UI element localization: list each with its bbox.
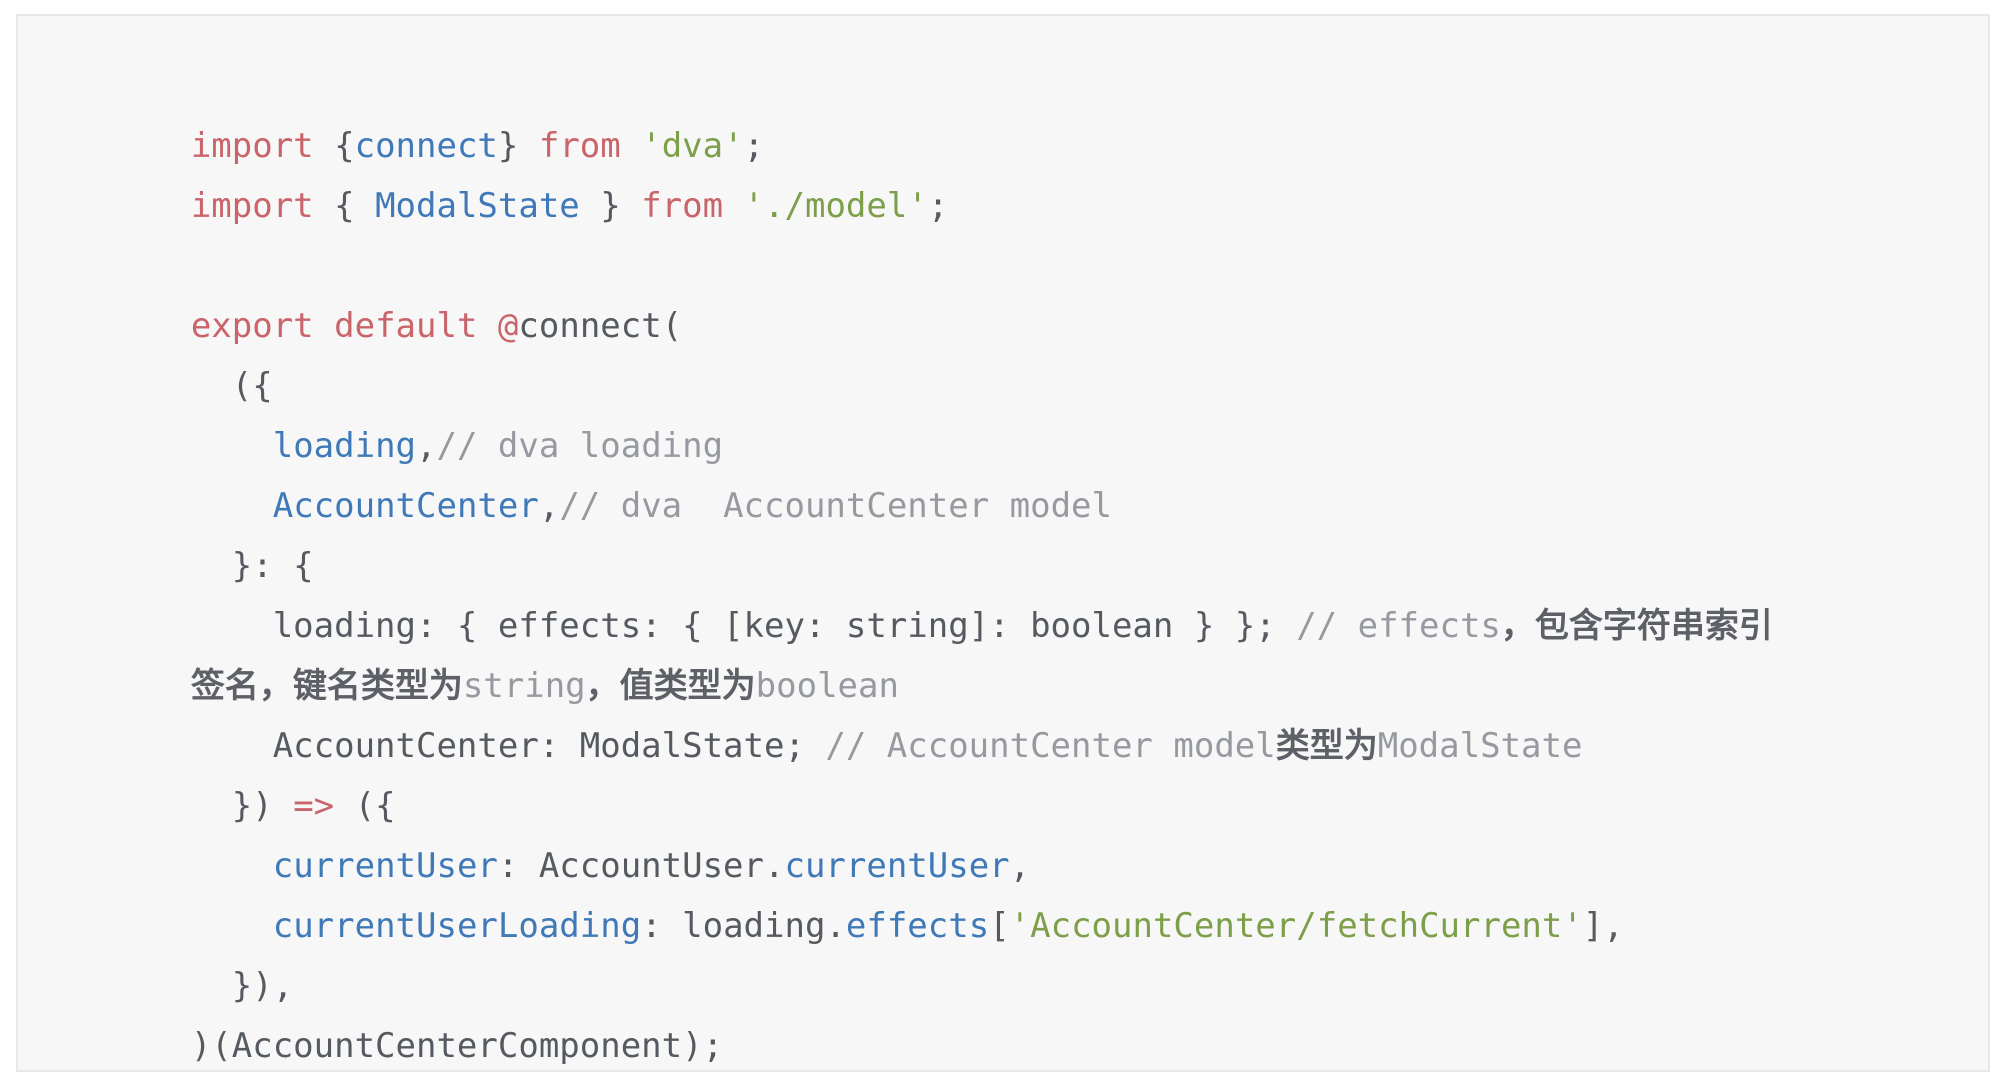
code-lines: import {connect} from 'dva'; import { Mo… [68, 56, 1948, 1066]
code-token: 签名，键名类型为 [190, 666, 463, 706]
code-token: loading [272, 426, 417, 466]
code-token: 'AccountCenter/fetchCurrent' [1009, 906, 1583, 946]
code-token: // effects [1296, 606, 1501, 646]
code-token: ; [927, 186, 949, 226]
code-token: loading: { effects: { [key: string]: boo… [190, 606, 1297, 646]
code-line: import { ModalState } from './model'; [68, 116, 1948, 226]
code-token: effects [845, 906, 990, 946]
code-line: }) => ({ [68, 716, 1948, 826]
code-token: default [334, 306, 478, 346]
code-line: currentUserLoading: loading.effects['Acc… [68, 836, 1948, 946]
code-token [191, 846, 273, 886]
code-token: , [1009, 846, 1031, 886]
code-token [314, 306, 334, 346]
code-line: AccountCenter,// dva AccountCenter model [68, 416, 1948, 526]
code-token: connect [354, 126, 498, 166]
code-token: import [190, 186, 314, 226]
code-token: : AccountUser. [497, 846, 785, 886]
code-token [621, 126, 641, 166]
code-token: ModalState [1377, 726, 1583, 766]
code-token: currentUser [784, 846, 1010, 886]
code-token: ], [1582, 906, 1624, 946]
code-token [477, 306, 497, 346]
code-line: ({ [68, 296, 1948, 406]
code-token: @ [497, 306, 519, 346]
code-token [191, 906, 273, 946]
code-token: ({ [334, 786, 396, 826]
code-line: loading: { effects: { [key: string]: boo… [68, 536, 1948, 646]
code-token [723, 186, 743, 226]
code-token: from [538, 126, 621, 166]
code-token: ，包含字符串索引 [1500, 606, 1773, 646]
code-token: currentUser [272, 846, 498, 886]
code-token: // dva loading [436, 426, 724, 466]
code-token: { [313, 126, 355, 166]
code-token: , [416, 426, 437, 466]
code-line: import {connect} from 'dva'; [68, 56, 1948, 166]
code-token: connect( [518, 306, 683, 346]
code-block: import {connect} from 'dva'; import { Mo… [16, 14, 1990, 1072]
code-line: )(AccountCenterComponent); [68, 956, 1948, 1066]
code-token: : loading. [641, 906, 846, 946]
code-token: }) [190, 786, 294, 826]
code-line: 签名，键名类型为string，值类型为boolean [68, 596, 1948, 706]
code-token: // dva AccountCenter model [559, 486, 1112, 526]
code-token: // AccountCenter model [825, 726, 1276, 766]
code-token: './model' [743, 186, 928, 226]
code-token: from [641, 186, 724, 226]
code-line: loading,// dva loading [68, 356, 1948, 466]
code-token: [ [989, 906, 1010, 946]
code-token: ({ [190, 366, 273, 406]
code-token: ; [743, 126, 765, 166]
code-token: 类型为 [1275, 726, 1378, 766]
code-token: } [579, 186, 642, 226]
code-token: , [538, 486, 560, 526]
code-token: }: { [190, 546, 314, 586]
code-token: => [293, 786, 335, 826]
code-token: ，值类型为 [585, 666, 756, 706]
code-token: { [313, 186, 376, 226]
code-line: export default @connect( [68, 236, 1948, 346]
code-token: ModalState [375, 186, 580, 226]
code-token: AccountCenter: ModalState; [190, 726, 826, 766]
code-line: }: { [68, 476, 1948, 586]
code-token: )(AccountCenterComponent); [190, 1026, 724, 1066]
code-token: string [462, 666, 586, 706]
code-token: export [190, 306, 314, 346]
code-token: AccountCenter [272, 486, 539, 526]
code-token: } [497, 126, 539, 166]
code-token: import [190, 126, 314, 166]
code-token: }), [190, 966, 294, 1006]
code-token [191, 426, 273, 466]
code-token: boolean [755, 666, 899, 706]
code-line: }), [68, 896, 1948, 1006]
code-line: AccountCenter: ModalState; // AccountCen… [68, 656, 1948, 766]
code-token [191, 486, 273, 526]
code-token: currentUserLoading [272, 906, 642, 946]
code-line: currentUser: AccountUser.currentUser, [68, 776, 1948, 886]
code-token: 'dva' [641, 126, 744, 166]
